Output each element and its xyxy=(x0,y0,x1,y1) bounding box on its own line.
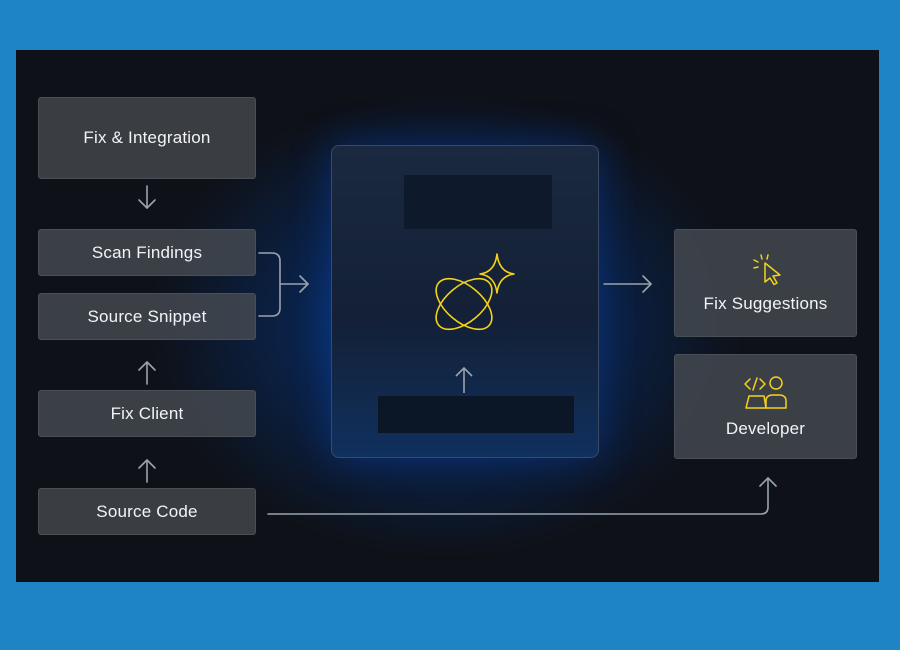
fix-integration-label: Fix & Integration xyxy=(83,128,211,147)
right-arrow-icon xyxy=(603,275,652,293)
cursor-click-icon xyxy=(752,254,781,286)
diagram-canvas: Fix & Integration Scan Findings Source S… xyxy=(16,50,879,582)
source-code-label: Source Code xyxy=(96,501,198,521)
developer-label: Developer xyxy=(725,418,806,438)
placeholder-bar-bottom xyxy=(378,396,574,433)
scan-findings-label: Scan Findings xyxy=(91,242,203,262)
fix-client-label: Fix Client xyxy=(110,403,184,423)
fix-integration-box: Fix & Integration xyxy=(38,97,256,179)
scan-findings-box: Scan Findings xyxy=(38,229,256,276)
source-snippet-box: Source Snippet xyxy=(38,293,256,340)
source-snippet-label: Source Snippet xyxy=(87,306,207,326)
fix-suggestions-box: Fix Suggestions xyxy=(674,229,857,337)
source-to-developer-arrow xyxy=(267,477,777,515)
down-arrow-icon xyxy=(138,185,156,209)
connector-arrows xyxy=(138,185,777,515)
source-code-box: Source Code xyxy=(38,488,256,535)
fix-client-box: Fix Client xyxy=(38,390,256,437)
up-arrow-icon xyxy=(138,361,156,385)
fix-suggestions-label: Fix Suggestions xyxy=(703,294,828,313)
ai-engine-panel xyxy=(331,145,599,458)
merge-bracket-arrow xyxy=(258,252,309,317)
up-arrow-icon xyxy=(138,459,156,483)
up-arrow-icon xyxy=(455,366,473,393)
developer-box: Developer xyxy=(674,354,857,459)
ai-orbit-sparkle-icon xyxy=(435,253,515,393)
placeholder-bar-top xyxy=(404,175,552,229)
developer-code-icon xyxy=(743,375,787,409)
